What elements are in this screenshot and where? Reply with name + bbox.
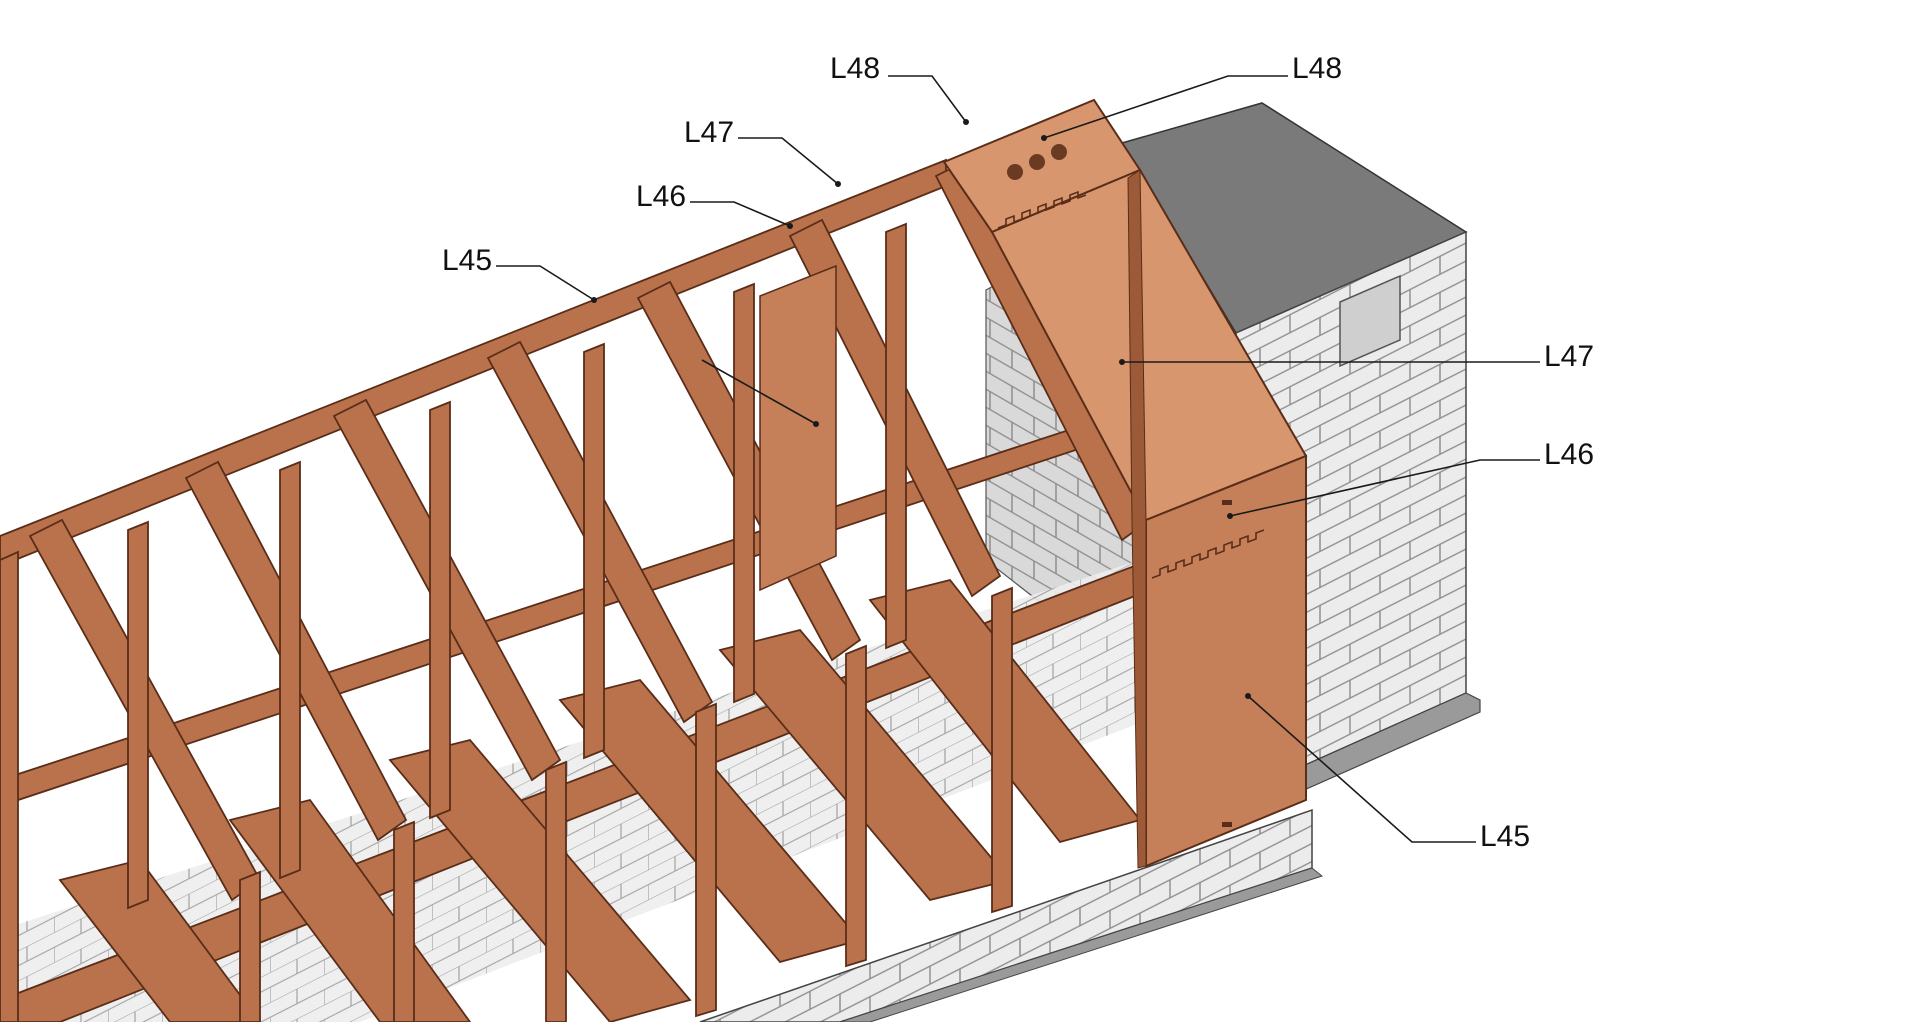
leader-dot-l47-right xyxy=(1119,359,1125,365)
leader-l45-right xyxy=(1247,695,1476,843)
post-6 xyxy=(733,282,755,704)
label-l46-right: L46 xyxy=(1544,438,1594,471)
label-l47-top: L47 xyxy=(684,116,734,149)
label-l48-top: L48 xyxy=(830,52,880,85)
leader-l48-top-right xyxy=(1043,75,1288,139)
label-l45-right: L45 xyxy=(1480,820,1530,853)
leader-dot-l48-top-right xyxy=(1041,135,1047,141)
slot-mark-top xyxy=(1222,500,1232,505)
post-1 xyxy=(0,550,19,1022)
post-front-4 xyxy=(695,702,717,1018)
label-l48-top-right: L48 xyxy=(1292,52,1342,85)
post-7 xyxy=(885,222,907,650)
leader-infill xyxy=(701,359,817,425)
label-l45-top: L45 xyxy=(442,244,492,277)
leader-dot-l46-top xyxy=(787,223,793,229)
vent-hole-3 xyxy=(1051,144,1067,160)
post-4 xyxy=(429,400,451,820)
post-front-2 xyxy=(393,820,415,1022)
post-5 xyxy=(583,342,605,760)
callouts: L48 L48 L47 L46 L45 L47 L46 L45 xyxy=(442,52,1594,853)
gable-side-edge xyxy=(1127,169,1147,869)
post-3 xyxy=(279,460,301,880)
gable-end xyxy=(942,98,1308,869)
post-front-6 xyxy=(991,586,1013,914)
infill-panel-back xyxy=(759,264,837,592)
leader-l46-right xyxy=(1229,459,1540,517)
leader-l47-top xyxy=(738,137,839,185)
label-l46-top: L46 xyxy=(636,180,686,213)
base-wall-ledge xyxy=(839,867,1324,1022)
leader-dot-l46-right xyxy=(1227,513,1233,519)
label-l47-right: L47 xyxy=(1544,340,1594,373)
vent-hole-2 xyxy=(1029,154,1045,170)
post-2 xyxy=(127,520,149,910)
vent-hole-1 xyxy=(1007,164,1023,180)
post-front-1 xyxy=(239,870,261,1022)
brick-opening xyxy=(1339,274,1401,368)
finger-joint-lower xyxy=(1151,529,1265,579)
post-front-3 xyxy=(545,760,567,1022)
leader-dot-l47-top xyxy=(835,181,841,187)
joist-1 xyxy=(58,858,262,1022)
slot-mark xyxy=(1222,822,1232,827)
timber-frame xyxy=(0,158,1152,1022)
post-front-5 xyxy=(845,644,867,968)
gable-lower-panel xyxy=(1145,454,1307,868)
leader-dot-l45-top xyxy=(591,297,597,303)
leader-l45-top xyxy=(496,265,595,301)
leader-dot-l45-right xyxy=(1245,693,1251,699)
leader-l46-top xyxy=(690,201,791,227)
leader-dot-l48-top xyxy=(963,119,969,125)
leader-l48-top xyxy=(888,75,967,123)
finger-joint-upper xyxy=(997,190,1087,229)
